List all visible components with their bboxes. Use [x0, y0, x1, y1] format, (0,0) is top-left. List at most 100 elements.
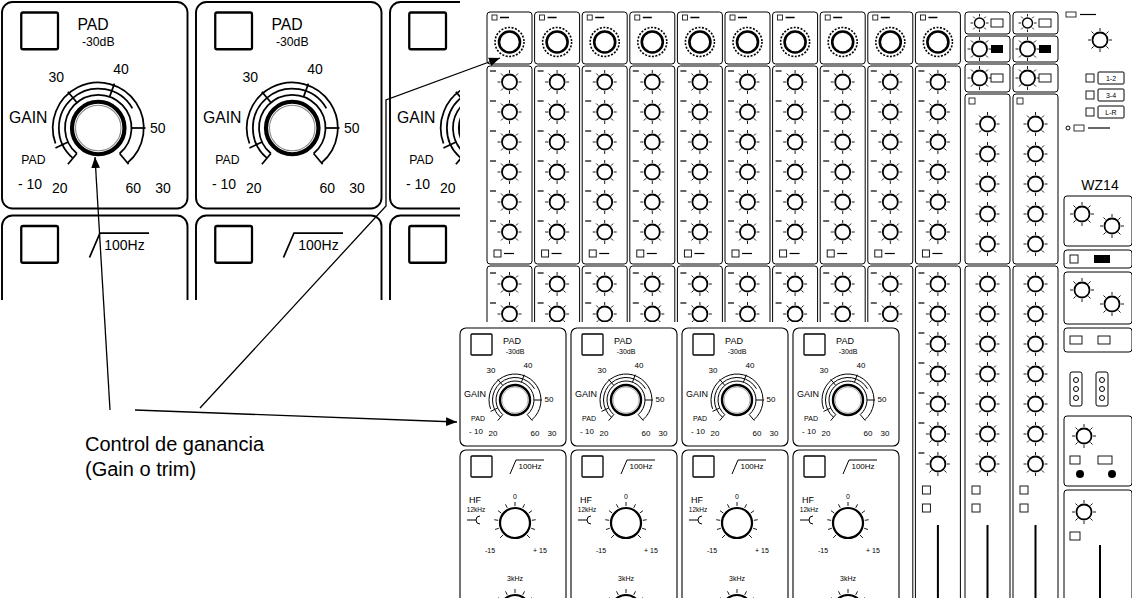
knob-tick [795, 272, 796, 275]
printed-mark [918, 160, 924, 161]
knob-tick [987, 163, 988, 166]
knob-tick [1035, 443, 1036, 446]
knob-tick [979, 220, 981, 222]
knob-tick [1112, 313, 1113, 316]
knob-tick [549, 104, 551, 106]
knob-body [645, 75, 660, 90]
knob-tick [688, 142, 691, 143]
knob-body [930, 397, 945, 412]
knob-tick [549, 224, 551, 226]
knob-body [980, 277, 995, 292]
small-button [1017, 98, 1023, 104]
knob-tick [1027, 470, 1029, 472]
knob-tick [1042, 396, 1044, 398]
knob-tick [498, 232, 501, 233]
knob-tick [736, 172, 739, 173]
small-button [920, 15, 925, 20]
knob-tick [516, 224, 518, 226]
knob-tick [563, 134, 565, 136]
knob-tick [979, 236, 981, 238]
master-section [1064, 328, 1132, 352]
knob-tick [557, 121, 558, 124]
knob-tick [549, 118, 551, 120]
jack [1100, 378, 1105, 383]
knob-body [835, 165, 850, 180]
knob-tick [1035, 353, 1036, 356]
knob-body [550, 135, 565, 150]
knob-body [883, 307, 898, 322]
knob-tick [1027, 426, 1029, 428]
knob-tick [596, 118, 598, 120]
small-button [1066, 12, 1076, 17]
jack-panel [1096, 372, 1108, 406]
knob [1024, 272, 1048, 296]
channel-eq-section [630, 66, 675, 264]
stereo-section [965, 36, 1010, 62]
knob-tick [1042, 190, 1044, 192]
knob-tick [890, 121, 891, 124]
knob-tick [1027, 176, 1029, 178]
knob-tick [944, 194, 946, 196]
knob-tick [852, 314, 855, 315]
printed-mark [633, 160, 639, 161]
knob-tick [604, 272, 605, 275]
knob-tick [849, 224, 851, 226]
knob-tick [640, 232, 643, 233]
knob-tick [979, 470, 981, 472]
knob-tick [987, 413, 988, 416]
channel-eq-section [868, 66, 913, 264]
knob-tick [563, 194, 565, 196]
knob-tick [1035, 202, 1036, 205]
knob-tick [557, 241, 558, 244]
knob-tick [509, 272, 510, 275]
knob-tick [566, 284, 569, 285]
knob-tick [890, 181, 891, 184]
knob-tick [926, 464, 929, 465]
knob-tick [691, 208, 693, 210]
knob-tick [834, 276, 836, 278]
knob-tick [1091, 214, 1094, 215]
knob-body [692, 135, 707, 150]
knob-tick [644, 118, 646, 120]
knob-tick [757, 82, 760, 83]
knob-tick [747, 211, 748, 214]
knob-tick [614, 82, 617, 83]
knob-body [883, 277, 898, 292]
knob-tick [1035, 473, 1036, 476]
knob-tick [1109, 40, 1112, 41]
knob-tick [563, 74, 565, 76]
knob [926, 362, 950, 386]
knob-tick [882, 208, 884, 210]
printed-mark [871, 190, 877, 191]
knob-tick [596, 306, 598, 308]
knob-tick [937, 383, 938, 386]
jack [1076, 470, 1084, 478]
mixer-console [487, 12, 1132, 598]
knob-tick [1042, 350, 1044, 352]
knob-tick [834, 118, 836, 120]
knob-tick [944, 410, 946, 412]
knob-tick [979, 160, 981, 162]
knob-tick [1042, 426, 1044, 428]
knob-tick [557, 100, 558, 103]
knob-tick [659, 224, 661, 226]
knob-tick [897, 164, 899, 166]
knob [545, 220, 569, 244]
knob-body [930, 105, 945, 120]
knob-body [1020, 42, 1035, 57]
knob-tick [640, 284, 643, 285]
knob-body [930, 337, 945, 352]
knob-body [645, 105, 660, 120]
gain-ring [828, 28, 857, 57]
knob-body [835, 195, 850, 210]
knob-tick [706, 238, 708, 240]
knob [1024, 142, 1048, 166]
knob-tick [929, 320, 931, 322]
knob-tick [1042, 336, 1044, 338]
knob-tick [882, 290, 884, 292]
knob-tick [979, 306, 981, 308]
knob-tick [652, 272, 653, 275]
knob-body [980, 177, 995, 192]
knob-tick [501, 224, 503, 226]
knob [736, 220, 760, 244]
